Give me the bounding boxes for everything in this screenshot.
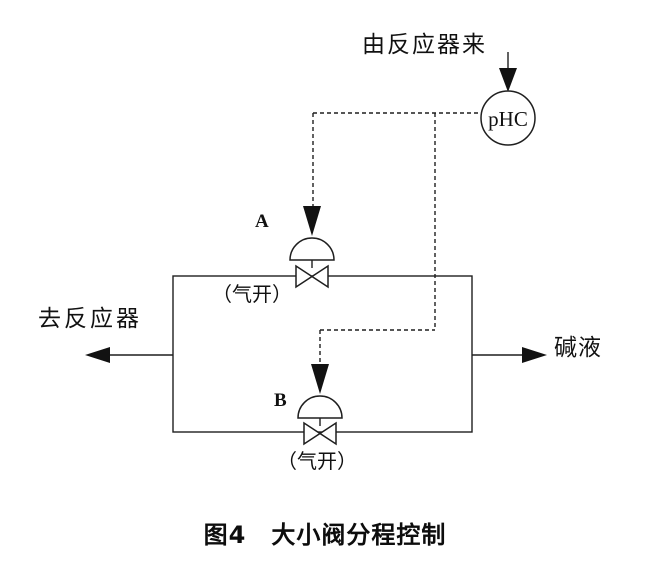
signal-lines bbox=[312, 112, 482, 364]
valve-b-symbol bbox=[297, 364, 343, 446]
alkali-label: 碱液 bbox=[554, 335, 602, 361]
valve-b-signal-arrow-icon bbox=[311, 364, 329, 394]
valve-b-body-right bbox=[318, 421, 337, 446]
valve-a-air-open-note: （气开） bbox=[212, 282, 292, 306]
valve-b-body-left bbox=[303, 421, 322, 446]
flow-arrow-right-icon bbox=[522, 347, 547, 363]
valve-a-signal-arrow-icon bbox=[303, 206, 321, 236]
measurement-arrow-icon bbox=[499, 68, 517, 92]
valve-a-actuator-dome bbox=[289, 237, 335, 261]
valve-b-air-open-note: （气开） bbox=[277, 449, 357, 473]
valve-b-actuator-dome bbox=[297, 395, 343, 419]
flow-arrow-left-icon bbox=[85, 347, 110, 363]
valve-b-label: B bbox=[274, 390, 287, 411]
ph-controller-label: pHC bbox=[488, 107, 528, 131]
valve-a-body-left bbox=[295, 264, 314, 289]
figure-caption: 图4 大小阀分程控制 bbox=[203, 521, 447, 549]
valve-a-body-right bbox=[310, 264, 329, 289]
to-reactor-label: 去反应器 bbox=[38, 306, 142, 332]
valve-a-symbol bbox=[289, 206, 335, 289]
valve-a-label: A bbox=[255, 211, 269, 232]
ph-controller: pHC bbox=[480, 52, 536, 146]
from-reactor-label: 由反应器来 bbox=[362, 32, 487, 58]
ph-controller-circle bbox=[480, 90, 536, 146]
